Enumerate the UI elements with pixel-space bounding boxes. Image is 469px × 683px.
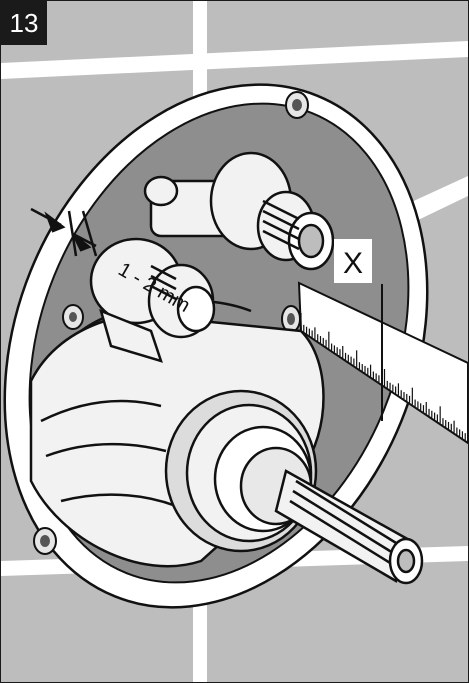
screw-hole-icon xyxy=(281,305,301,333)
measuring-ruler xyxy=(297,281,468,445)
screw-hole-icon xyxy=(285,91,309,119)
left-cartridge xyxy=(89,237,216,363)
measure-label: X xyxy=(343,247,363,280)
arrow-pair-icon xyxy=(30,207,98,257)
measurement-line: X xyxy=(334,239,383,421)
screw-hole-icon xyxy=(33,527,57,555)
main-cartridge xyxy=(164,389,424,585)
step-number-badge: 13 xyxy=(1,1,47,45)
screw-hole-icon xyxy=(62,304,84,330)
upper-cartridge xyxy=(143,151,335,271)
